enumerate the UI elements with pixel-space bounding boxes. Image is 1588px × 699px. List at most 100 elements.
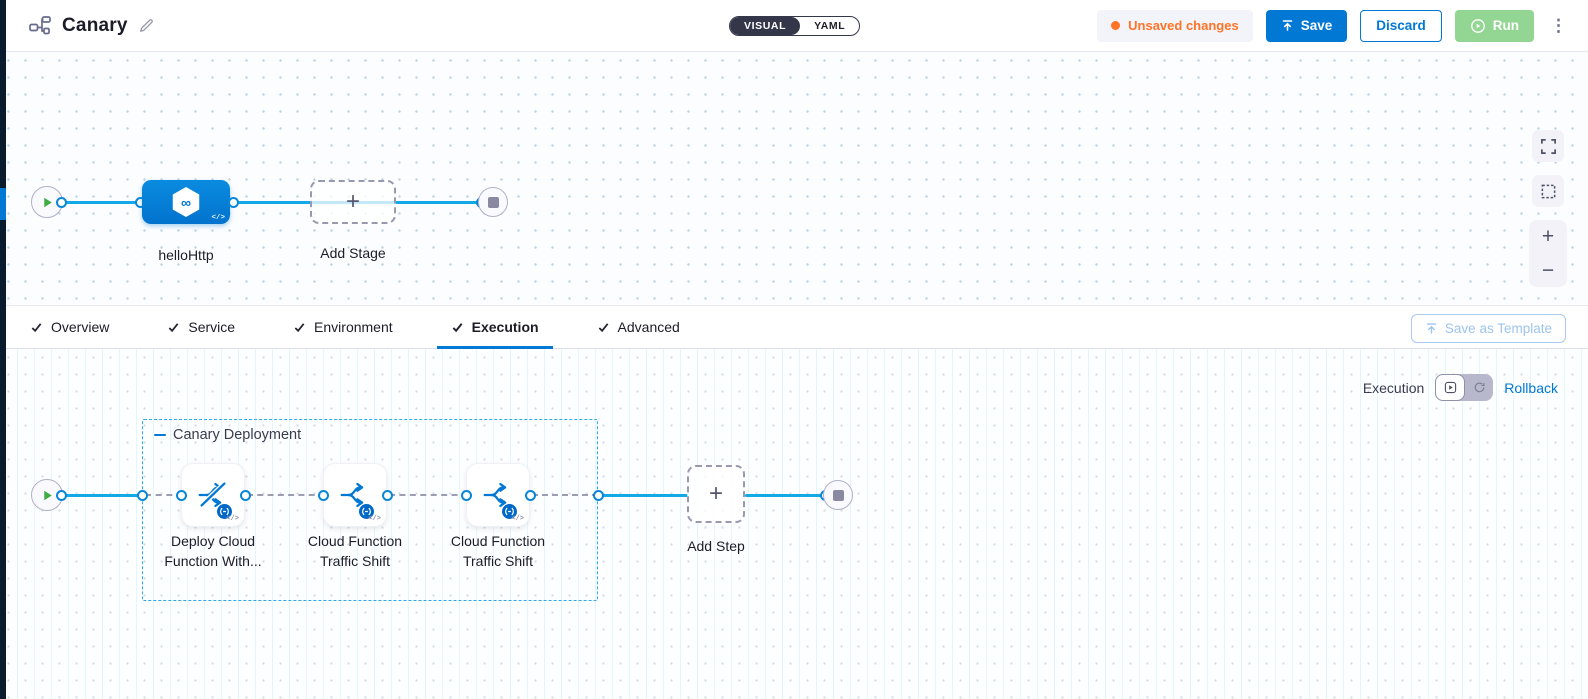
zoom-panel: + − — [1529, 220, 1567, 287]
add-stage-node[interactable]: + — [310, 180, 396, 224]
plus-icon: + — [708, 480, 723, 507]
marquee-icon — [1541, 184, 1555, 198]
save-upload-icon — [1281, 19, 1294, 32]
save-button[interactable]: Save — [1265, 9, 1348, 42]
tab-label: Execution — [471, 319, 539, 335]
play-icon — [43, 490, 52, 500]
tab-advanced[interactable]: Advanced — [583, 306, 694, 348]
check-icon — [31, 322, 42, 332]
run-button[interactable]: Run — [1454, 9, 1534, 42]
rollback-link[interactable]: Rollback — [1504, 379, 1558, 396]
tab-service[interactable]: Service — [153, 306, 249, 348]
unsaved-changes-badge: Unsaved changes — [1097, 9, 1253, 42]
add-step-node[interactable]: + — [687, 465, 745, 523]
pipeline-graph-icon — [28, 14, 52, 38]
connector-dot — [228, 197, 239, 208]
canary-deployment-group[interactable] — [142, 419, 598, 601]
connector-dot — [382, 490, 393, 501]
step-label: Deploy Cloud Function With... — [164, 533, 262, 569]
step-flow-line — [598, 494, 688, 497]
step-flow-line — [61, 494, 144, 497]
step-label: Cloud Function Traffic Shift — [307, 533, 403, 569]
tab-label: Service — [188, 319, 236, 335]
connector-dot — [137, 490, 148, 501]
unsaved-changes-label: Unsaved changes — [1128, 18, 1239, 33]
gcf-badge-icon — [359, 504, 374, 524]
more-menu-icon[interactable]: ⋮ — [1550, 16, 1567, 35]
step-label: Cloud Function Traffic Shift — [450, 533, 546, 569]
execution-canvas: Execution Rollback — [0, 349, 1588, 699]
edit-pencil-icon[interactable] — [138, 17, 155, 34]
step-node-deploy-cloud-function[interactable]: </> — [181, 463, 245, 527]
stage-code-icon: </> — [211, 214, 225, 222]
add-stage-label: Add Stage — [320, 245, 386, 261]
step-flow-dashed-line — [247, 494, 325, 496]
unsaved-dot-icon — [1111, 21, 1121, 30]
tab-label: Environment — [314, 319, 393, 335]
step-flow-dashed-line — [145, 494, 183, 496]
step-flow-line — [745, 494, 827, 497]
zoom-in-button[interactable]: + — [1541, 225, 1555, 248]
step-node-traffic-shift-1[interactable]: </> — [323, 463, 387, 527]
stop-icon — [832, 489, 844, 501]
execution-rollback-toggle[interactable] — [1435, 374, 1494, 401]
pipeline-end-node — [478, 187, 508, 217]
collapsed-nav-rail[interactable] — [0, 0, 6, 699]
toggle-yaml[interactable]: YAML — [814, 20, 846, 32]
deploy-no-traffic-icon — [198, 480, 228, 509]
page-title: Canary — [62, 14, 128, 36]
tab-execution[interactable]: Execution — [436, 306, 553, 349]
tab-environment[interactable]: Environment — [279, 306, 407, 348]
tab-label: Advanced — [617, 319, 680, 335]
stage-canvas: ∞ </> + helloHttp Add Stage + − — [0, 52, 1588, 305]
title-group: Canary — [28, 14, 155, 38]
step-code-icon: </> — [226, 515, 239, 523]
run-play-icon — [1470, 18, 1486, 34]
check-icon — [452, 322, 463, 332]
rollback-mode-icon[interactable] — [1465, 374, 1493, 401]
header-actions: Unsaved changes Save Discard — [1097, 9, 1570, 42]
stage-node-hellohttp[interactable]: ∞ </> — [142, 180, 230, 224]
step-code-icon: </> — [368, 515, 381, 523]
check-icon — [598, 322, 608, 332]
traffic-shift-icon — [483, 482, 507, 508]
stop-icon — [487, 196, 499, 208]
connector-dot — [318, 490, 329, 501]
fullscreen-icon — [1540, 138, 1556, 154]
save-as-template-button[interactable]: Save as Template — [1410, 314, 1566, 343]
connector-dot — [56, 490, 67, 501]
connector-dot — [56, 197, 67, 208]
visual-yaml-toggle: VISUAL YAML — [729, 16, 861, 36]
stage-flow-line — [47, 201, 487, 204]
nav-rail-indicator — [0, 188, 6, 220]
step-node-traffic-shift-2[interactable]: </> — [466, 463, 530, 527]
execution-mode-icon[interactable] — [1435, 374, 1466, 401]
step-flow-dashed-line — [532, 494, 598, 496]
stage-tab-bar: Overview Service Environment Execution A… — [0, 305, 1588, 349]
connector-dot — [525, 490, 536, 501]
zoom-out-button[interactable]: − — [1541, 259, 1555, 282]
execution-label: Execution — [1362, 379, 1425, 396]
connector-dot — [593, 490, 604, 501]
canary-deployment-group-label: Canary Deployment — [154, 427, 301, 443]
check-icon — [294, 322, 305, 332]
connector-dot — [176, 490, 187, 501]
traffic-shift-icon — [340, 482, 364, 508]
header-bar: Canary VISUAL YAML Unsaved changes — [0, 0, 1588, 52]
step-code-icon: </> — [511, 515, 524, 523]
save-as-template-label: Save as Template — [1444, 321, 1552, 336]
connector-dot — [461, 490, 472, 501]
fullscreen-button[interactable] — [1532, 130, 1564, 162]
check-icon — [169, 322, 179, 332]
discard-button[interactable]: Discard — [1360, 9, 1442, 42]
run-button-label: Run — [1492, 18, 1519, 33]
collapse-icon[interactable] — [154, 433, 166, 437]
svg-text:∞: ∞ — [181, 194, 191, 210]
save-button-label: Save — [1300, 18, 1333, 33]
group-label-text: Canary Deployment — [173, 427, 302, 443]
marquee-select-button[interactable] — [1532, 175, 1564, 207]
tab-overview[interactable]: Overview — [16, 306, 123, 348]
toggle-visual[interactable]: VISUAL — [730, 17, 801, 35]
add-step-label: Add Step — [687, 538, 745, 554]
template-upload-icon — [1426, 323, 1437, 334]
